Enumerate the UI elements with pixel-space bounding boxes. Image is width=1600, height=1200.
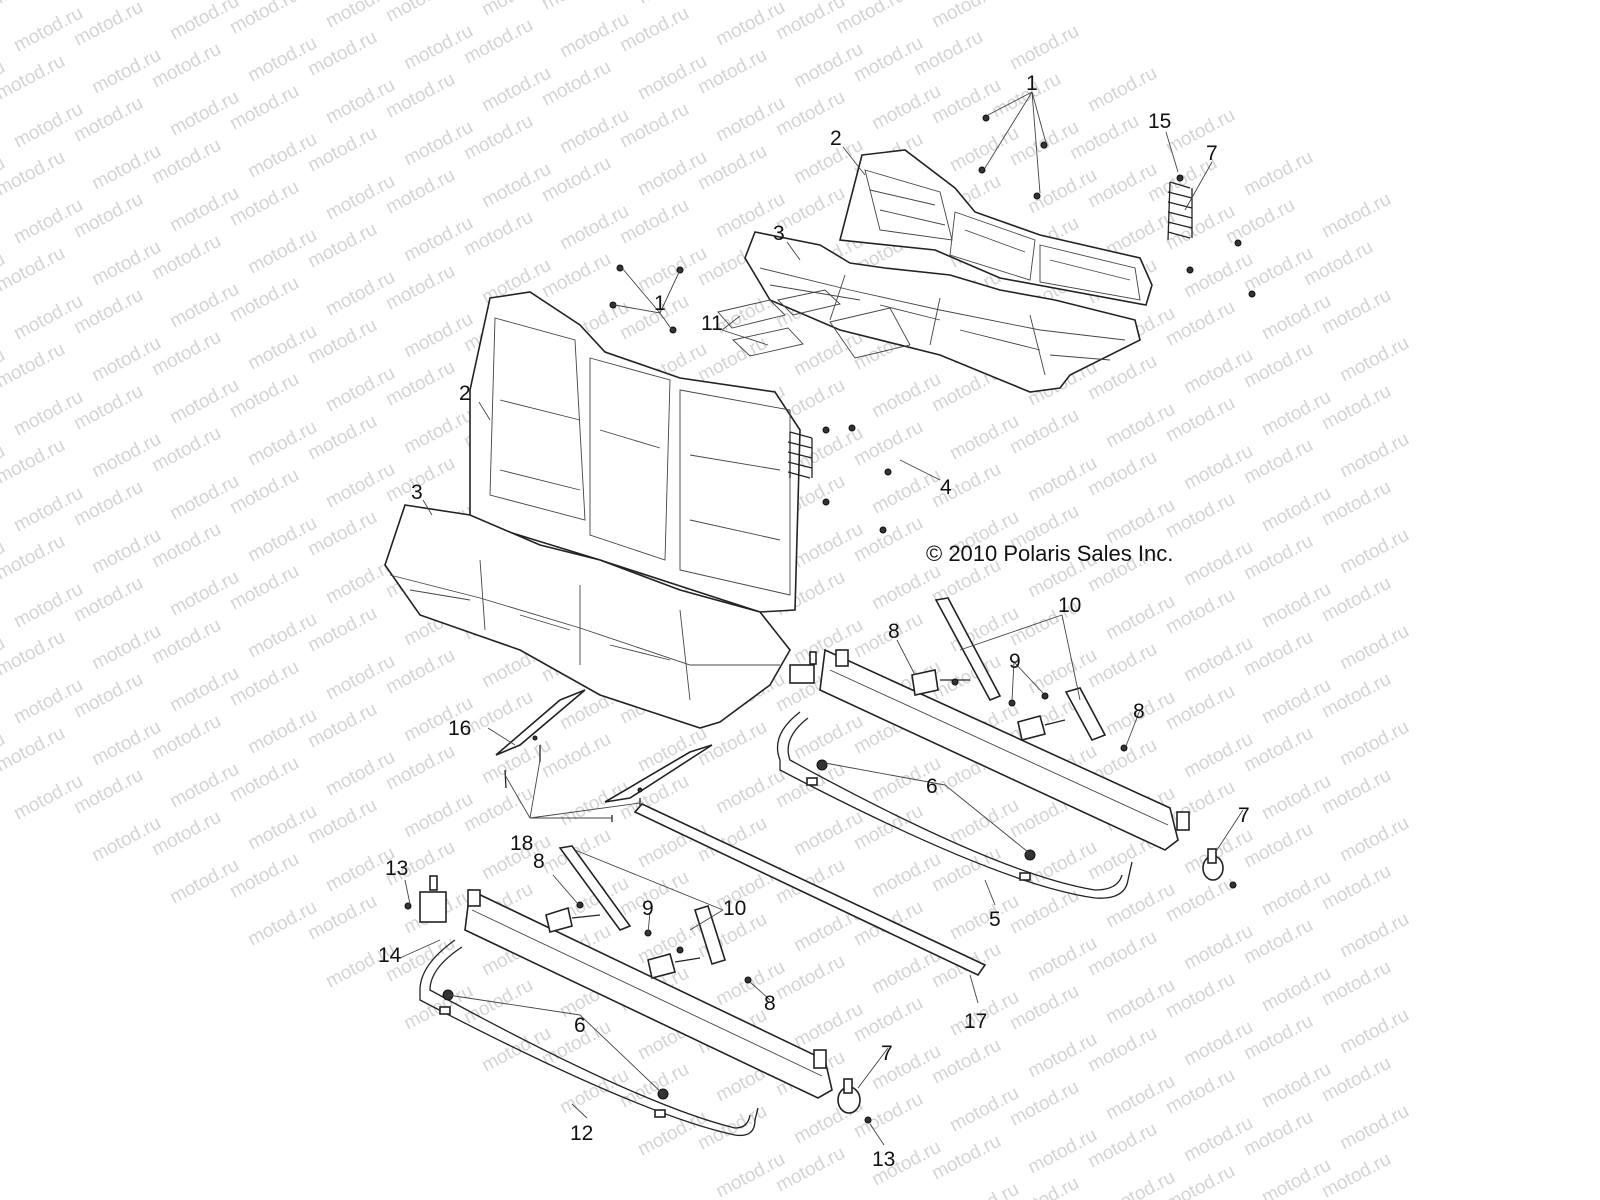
watermark-text: motod.ru — [1162, 105, 1238, 159]
rear-base-frame — [776, 648, 1237, 899]
callout-15: 15 — [1148, 110, 1171, 133]
callout-2: 2 — [830, 127, 842, 150]
callout-8: 8 — [764, 992, 776, 1015]
watermark-text: motod.ru — [0, 531, 69, 585]
watermark-text: motod.ru — [1336, 525, 1412, 579]
callout-7: 7 — [1238, 804, 1250, 827]
leader-lines — [399, 91, 1244, 1146]
watermark-text: motod.ru — [0, 723, 69, 777]
front-base-frame — [404, 875, 872, 1137]
callout-12: 12 — [570, 1122, 593, 1145]
callout-6: 6 — [926, 775, 938, 798]
watermark-text: motod.ru — [0, 51, 69, 105]
watermark-text: motod.ru — [1336, 909, 1412, 963]
callout-3: 3 — [411, 481, 423, 504]
callout-6: 6 — [574, 1014, 586, 1037]
callout-7: 7 — [1206, 142, 1218, 165]
watermark-text: motod.ru — [1336, 621, 1412, 675]
callout-17: 17 — [964, 1010, 987, 1033]
callout-13: 13 — [385, 857, 408, 880]
watermark-text: motod.ru — [0, 435, 69, 489]
callout-2: 2 — [459, 382, 471, 405]
cross-rod — [633, 803, 987, 977]
watermark-text: motod.ru — [1240, 147, 1316, 201]
callout-10: 10 — [1058, 594, 1081, 617]
watermark-text: motod.ru — [1006, 21, 1082, 75]
watermark-text: motod.ru — [1084, 63, 1160, 117]
seat-straps — [495, 689, 713, 822]
callout-1: 1 — [1026, 72, 1038, 95]
watermark-text: motod.ru — [382, 0, 458, 26]
watermark-text: motod.ru — [1336, 813, 1412, 867]
callout-8: 8 — [888, 620, 900, 643]
front-seat — [384, 291, 801, 729]
callout-11: 11 — [701, 312, 723, 335]
callout-16: 16 — [448, 717, 471, 740]
watermark-text: motod.ru — [0, 147, 69, 201]
callout-5: 5 — [989, 908, 1001, 931]
callout-labels: 1 15 7 2 3 1 11 2 3 4 © 2010 Polaris Sal… — [378, 72, 1250, 1171]
callout-3: 3 — [773, 222, 785, 245]
callout-9: 9 — [642, 897, 654, 920]
watermark-text: motod.ru — [1336, 1101, 1412, 1155]
callout-10: 10 — [723, 897, 746, 920]
watermark-text: motod.ru — [0, 627, 69, 681]
watermark-text: motod.ru — [538, 0, 614, 14]
callout-8: 8 — [1133, 700, 1145, 723]
callout-9: 9 — [1009, 650, 1021, 673]
watermark-text: motod.ru — [946, 1179, 1022, 1200]
callout-4: 4 — [940, 476, 952, 499]
watermark-text: motod.ru — [0, 243, 69, 297]
watermark-text: motod.ru — [928, 0, 1004, 32]
watermark-text: motod.ru — [70, 0, 146, 50]
callout-7: 7 — [881, 1042, 893, 1065]
rear-seat-belts — [911, 597, 1128, 752]
copyright-notice: © 2010 Polaris Sales Inc. — [926, 541, 1173, 566]
watermark-text: motod.ru — [1336, 717, 1412, 771]
callout-1: 1 — [654, 292, 666, 315]
callout-13: 13 — [872, 1148, 895, 1171]
watermark-text: motod.ru — [1336, 429, 1412, 483]
callout-14: 14 — [378, 944, 402, 967]
front-seat-belts — [545, 845, 752, 984]
watermark-text: motod.ru — [1336, 1005, 1412, 1059]
watermark-text: motod.ru — [0, 339, 69, 393]
callout-18: 18 — [510, 832, 533, 855]
watermark-text: motod.ru — [694, 0, 770, 2]
rear-seat — [744, 149, 1153, 393]
callout-8: 8 — [533, 850, 545, 873]
watermark-text: motod.ru — [0, 0, 69, 8]
watermark-text: motod.ru — [1336, 333, 1412, 387]
watermark-text: motod.ru — [1318, 189, 1394, 243]
